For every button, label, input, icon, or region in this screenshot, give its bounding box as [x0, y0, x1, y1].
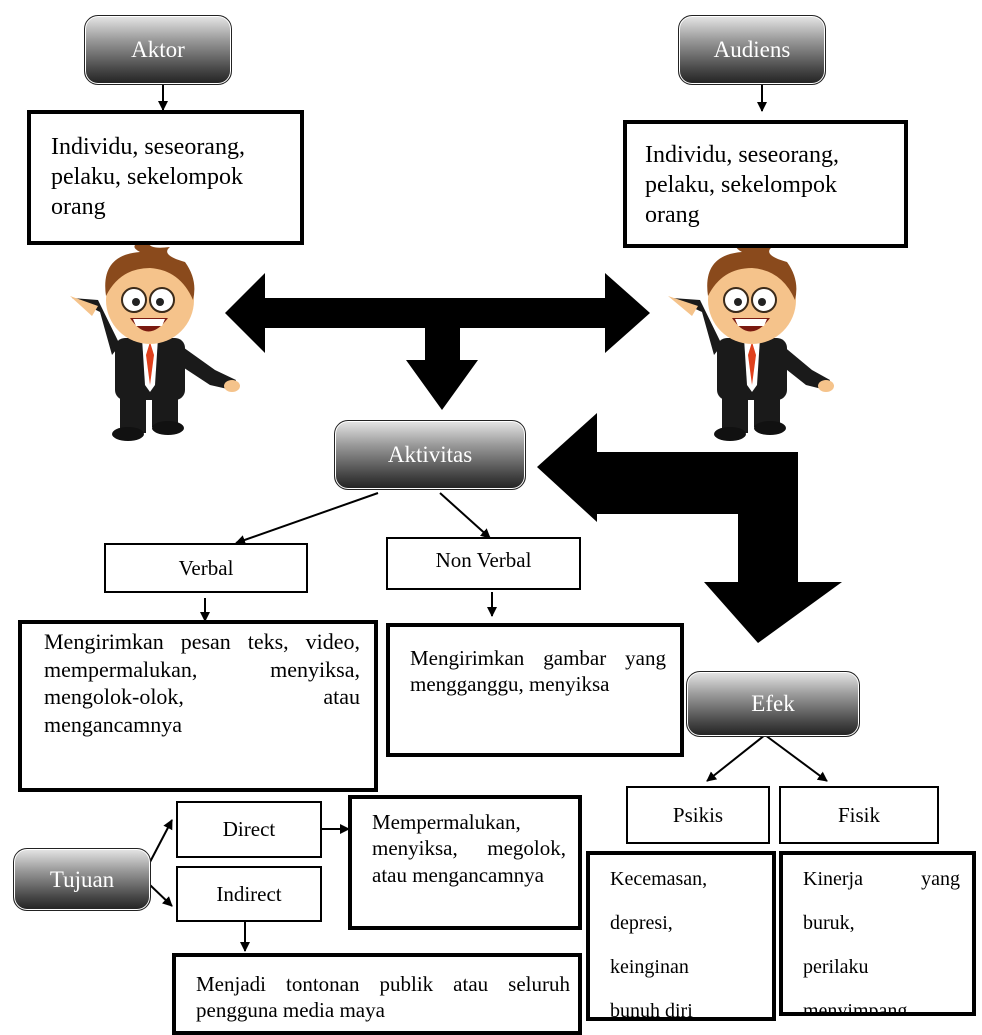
activity-to-nonverbal-arrow — [439, 492, 491, 539]
physical-description: Kinerja yang buruk, perilaku menyimpang — [779, 851, 976, 1016]
audience-character-icon — [668, 240, 834, 441]
psychological-line: depresi, — [610, 912, 673, 934]
effect-node: Efek — [686, 671, 860, 737]
activity-effect-elbow-arrow — [537, 413, 842, 643]
effect-to-physical-arrow — [764, 734, 828, 782]
actor-character-icon — [70, 240, 240, 441]
indirect-description: Menjadi tontonan publik atau seluruh pen… — [172, 953, 582, 1035]
direct-node: Direct — [176, 801, 322, 858]
physical-line: menyimpang — [803, 1000, 908, 1016]
audience-description: Individu, seseorang, pelaku, sekelompok … — [623, 120, 908, 248]
actor-node: Aktor — [84, 15, 232, 85]
physical-node: Fisik — [779, 786, 939, 844]
verbal-description: Mengirimkan pesan teks, video, mempermal… — [18, 620, 378, 792]
down-to-activity-arrow — [406, 328, 478, 410]
psychological-line: bunuh diri — [610, 1000, 693, 1021]
indirect-node: Indirect — [176, 866, 322, 922]
effect-to-psychological-arrow — [706, 734, 766, 782]
actor-description: Individu, seseorang, pelaku, sekelompok … — [27, 110, 304, 245]
nonverbal-description: Mengirimkan gambar yang mengganggu, meny… — [386, 623, 684, 757]
physical-line: buruk, — [803, 912, 855, 934]
psychological-line: Kecemasan, — [610, 868, 708, 890]
verbal-node: Verbal — [104, 543, 308, 593]
purpose-node: Tujuan — [13, 848, 151, 911]
physical-line: Kinerja yang — [803, 868, 960, 890]
physical-line: perilaku — [803, 956, 869, 978]
psychological-description: Kecemasan, depresi, keinginan bunuh diri — [586, 851, 776, 1021]
activity-to-verbal-arrow — [235, 492, 379, 545]
purpose-to-indirect-arrow — [149, 884, 173, 907]
direct-description: Mempermalukan, menyiksa, megolok, atau m… — [348, 795, 582, 930]
nonverbal-node: Non Verbal — [386, 537, 581, 590]
psychological-node: Psikis — [626, 786, 770, 844]
activity-node: Aktivitas — [334, 420, 526, 490]
actor-audience-double-arrow — [225, 273, 650, 353]
psychological-line: keinginan — [610, 956, 689, 978]
audience-node: Audiens — [678, 15, 826, 85]
purpose-to-direct-arrow — [149, 819, 173, 863]
